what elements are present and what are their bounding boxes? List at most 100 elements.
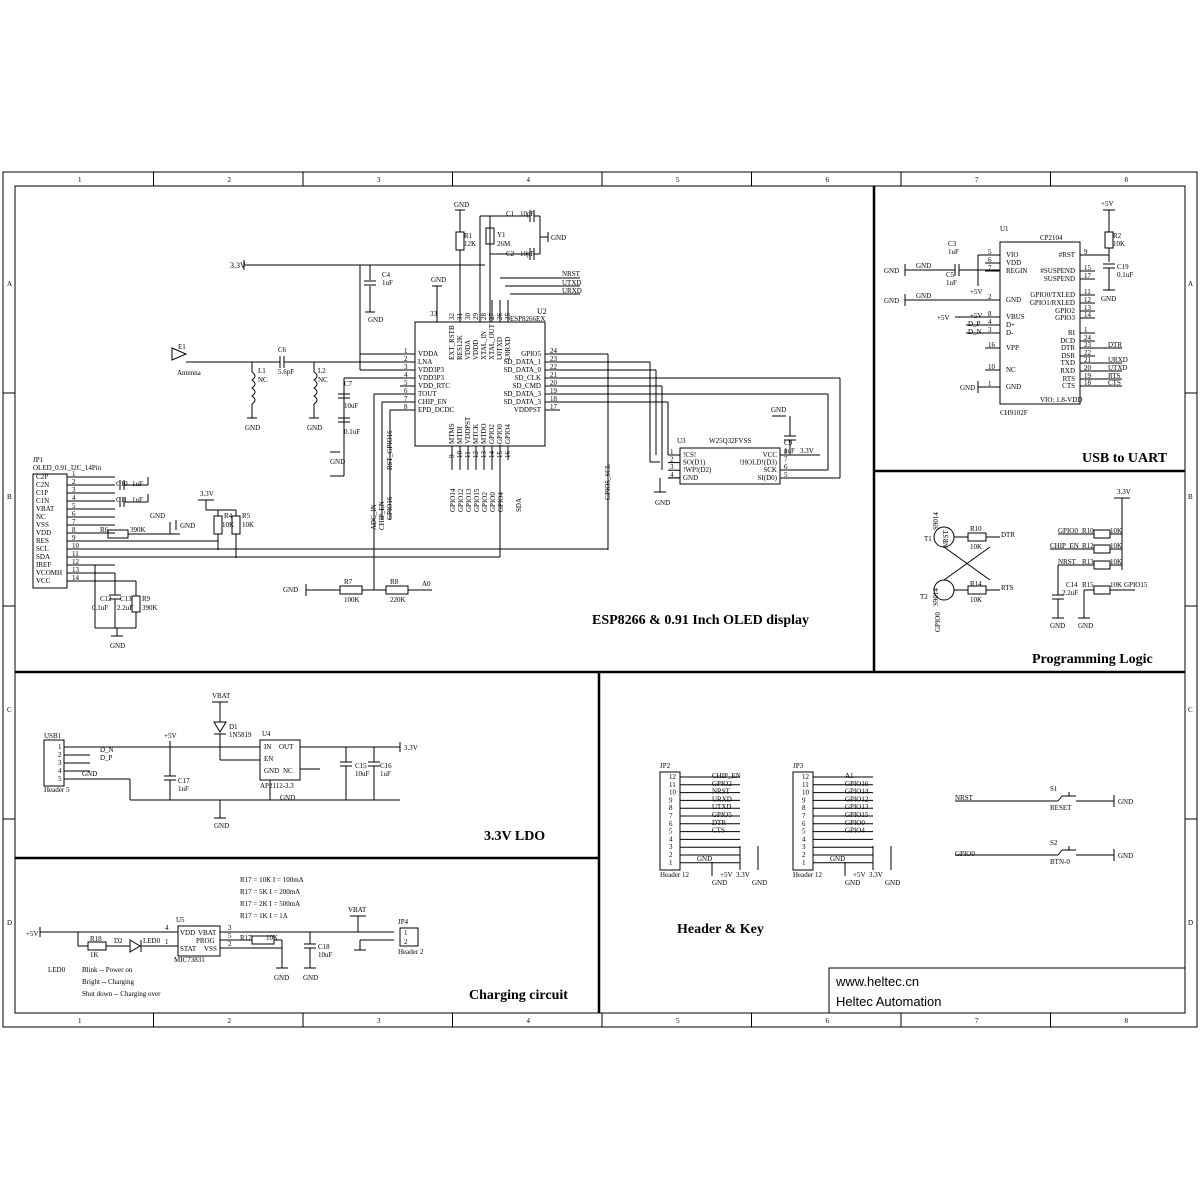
u1-pinnum-left-4: 8 bbox=[988, 310, 992, 318]
jp2-connector bbox=[659, 771, 681, 871]
jp3-pins-pinnum-2: 2 bbox=[802, 851, 806, 859]
u2-pin-top-1: RES12K bbox=[456, 335, 464, 360]
u2-pinnum-right-5: 19 bbox=[550, 387, 558, 395]
section-title-charging: Charging circuit bbox=[469, 988, 568, 1003]
ldo-dp: D_P bbox=[100, 754, 113, 762]
u1-pin-right-14: CTS bbox=[1062, 382, 1075, 390]
r18-value: 1K bbox=[90, 951, 99, 959]
u3-pinnum-left-1: 2 bbox=[670, 456, 674, 464]
c2-ref: C2 bbox=[506, 250, 515, 258]
c19-ref: C19 bbox=[1117, 263, 1129, 271]
c19-gnd: GND bbox=[1101, 295, 1116, 303]
net-a0: A0 bbox=[422, 580, 431, 588]
oled-pin-c2p: C2P bbox=[36, 473, 48, 481]
u1-pin-right-4: GPIO1/RXLED bbox=[1030, 299, 1075, 307]
usb1-pin-2: 2 bbox=[58, 751, 62, 759]
jp2-gnd-2: GND bbox=[752, 879, 767, 887]
jp2-pins-pinnum-3: 3 bbox=[669, 843, 673, 851]
u3-pin-right-0: VCC bbox=[763, 451, 778, 459]
u3-pin-right-3: SI(D0) bbox=[758, 474, 778, 482]
net-bottom-gpio0: GPIO0 bbox=[489, 492, 497, 512]
oled-pin-vbat: VBAT bbox=[36, 505, 55, 513]
d1-ref: D1 bbox=[229, 723, 238, 731]
ldo-chip bbox=[259, 739, 301, 781]
prog-dtr: DTR bbox=[1001, 531, 1015, 539]
c9-ref: C9 bbox=[784, 439, 793, 447]
jp2-pins-pinnum-4: 4 bbox=[669, 835, 673, 843]
s2-net: GPIO0 bbox=[955, 850, 975, 858]
jp3-pins-net-1: GPIO16 bbox=[845, 780, 869, 788]
antenna-label: Antenna bbox=[177, 369, 202, 377]
jp2-pins-net-6: DTR bbox=[712, 819, 726, 827]
u2-pinnum-bottom-5: 14 bbox=[488, 451, 496, 459]
u2-pinnum-right-0: 24 bbox=[550, 347, 558, 355]
u4-gnd: GND bbox=[264, 767, 279, 775]
r14-ref: R14 bbox=[970, 580, 982, 588]
jp3-value: Header 12 bbox=[793, 871, 822, 879]
jp4-pin1: 1 bbox=[404, 929, 408, 937]
u2-pinnum-left-2: 3 bbox=[404, 363, 408, 371]
jp3-pins-net-7: GPIO4 bbox=[845, 827, 865, 835]
u1-pinnum-left-6: 3 bbox=[988, 326, 992, 334]
jp3-pins-net-4: GPIO13 bbox=[845, 803, 869, 811]
u2-pin-top-3: VDDD bbox=[472, 340, 480, 360]
c6-ref: C6 bbox=[278, 346, 287, 354]
r15-ref: R15 bbox=[1082, 581, 1094, 589]
section-title-ldo: 3.3V LDO bbox=[484, 829, 545, 844]
u1-pinnum-left-7: 16 bbox=[988, 341, 996, 349]
c4-ref: C4 bbox=[382, 271, 391, 279]
usb-uart-block: U1 CP2104 CH9102F VIO: 1.8-VDD VIO5VDD6R… bbox=[884, 200, 1133, 417]
u2-pin-left-4: VDD_RTC bbox=[418, 382, 450, 390]
u2-pinnum-left-6: 7 bbox=[404, 395, 408, 403]
usb-net-dtr: DTR bbox=[1108, 341, 1122, 349]
u2-pinnum-left-1: 2 bbox=[404, 355, 408, 363]
usb1-ref: USB1 bbox=[44, 732, 62, 740]
r8-value: 220K bbox=[390, 596, 406, 604]
r6-ref: R6 bbox=[100, 526, 109, 534]
u2-pinnum-right-6: 18 bbox=[550, 395, 558, 403]
jp2-gnd-1: GND bbox=[712, 879, 727, 887]
u2-pinnum-top-0: 32 bbox=[448, 313, 456, 321]
u1-pin-right-10: DSR bbox=[1061, 352, 1075, 360]
oled-pinnum-4: 5 bbox=[72, 502, 76, 510]
u1-pinnum-left-1: 6 bbox=[988, 256, 992, 264]
jp4-value: Header 2 bbox=[398, 948, 424, 956]
oled-pin-vcc: VCC bbox=[36, 577, 51, 585]
u3-pinnum-left-3: 4 bbox=[670, 471, 674, 479]
jp1-value: OLED_0.91_I2C_14Pin bbox=[33, 464, 102, 472]
c1-value: 10pF bbox=[520, 210, 535, 218]
r10-value: 10K bbox=[970, 543, 982, 551]
c7-ref: C7 bbox=[344, 380, 353, 388]
u2-pinnum-top-7: 25 bbox=[504, 313, 512, 321]
u1-pin-left-6: D- bbox=[1006, 329, 1014, 337]
l2-value: NC bbox=[318, 376, 328, 384]
u3-pinnum-right-3: 5 bbox=[784, 471, 788, 479]
u2-pinnum-top-2: 30 bbox=[464, 313, 472, 321]
r7-ref: R7 bbox=[344, 578, 353, 586]
led-legend-row-0: Blink -- Power on bbox=[82, 966, 133, 974]
pin33-num: 33 bbox=[430, 310, 438, 318]
jp3-3v3: 3.3V bbox=[869, 871, 883, 879]
section-dividers bbox=[15, 186, 1186, 1014]
jp2-pins-pinnum-5: 5 bbox=[669, 828, 673, 836]
u2-pin-right-3: SD_CLK bbox=[515, 374, 541, 382]
r10b-value: 10K bbox=[1110, 527, 1122, 535]
net-bottom-gpio13: GPIO13 bbox=[465, 488, 473, 512]
r7-value: 100K bbox=[344, 596, 360, 604]
u4-ref: U4 bbox=[262, 730, 271, 738]
r8-ref: R8 bbox=[390, 578, 399, 586]
oled-pinnum-11: 12 bbox=[72, 558, 80, 566]
u1-pin-right-0: #RST bbox=[1059, 251, 1076, 259]
u1-pinnum-left-0: 5 bbox=[988, 248, 992, 256]
u2-pinnum-left-4: 5 bbox=[404, 379, 408, 387]
c5-5v: +5V bbox=[970, 288, 983, 296]
oled-pin-c2n: C2N bbox=[36, 481, 49, 489]
s1-ref: S1 bbox=[1050, 785, 1058, 793]
u2-pin-top-7: U0RXD bbox=[504, 337, 512, 360]
column-mark-bottom-7: 7 bbox=[975, 1017, 979, 1025]
c9-value: 1uF bbox=[784, 447, 795, 455]
led0-ref: LED0 bbox=[143, 937, 161, 945]
u1-pin-left-4: VBUS bbox=[1006, 313, 1025, 321]
jp2-pins-pinnum-8: 8 bbox=[669, 804, 673, 812]
